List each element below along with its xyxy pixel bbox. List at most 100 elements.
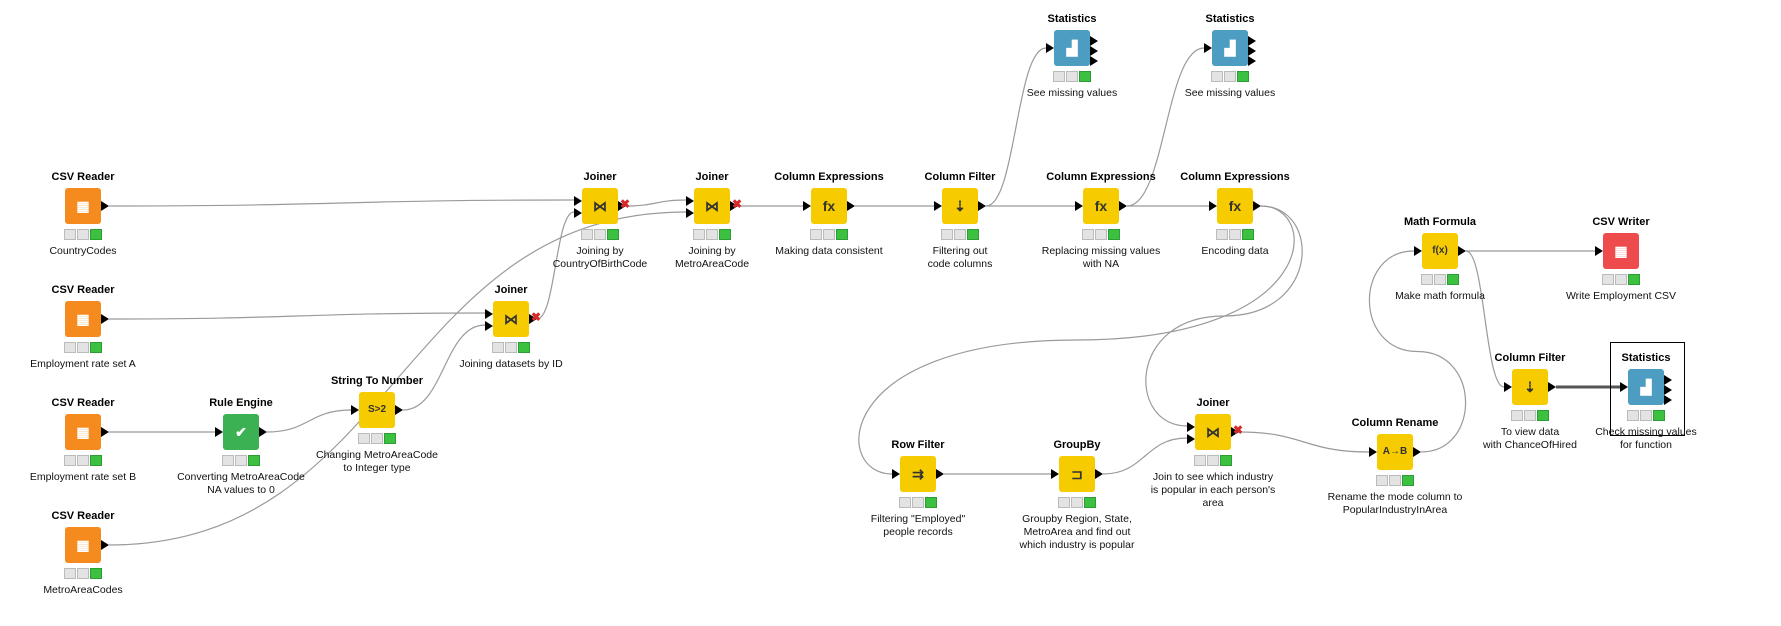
- input-port[interactable]: [1187, 434, 1195, 444]
- statistics-icon[interactable]: ▟: [1212, 30, 1248, 66]
- row-filter-icon[interactable]: ⇉: [900, 456, 936, 492]
- csv-reader-icon[interactable]: ▦: [65, 527, 101, 563]
- node-icon-wrap[interactable]: fx: [1209, 188, 1261, 224]
- input-port[interactable]: [1204, 43, 1212, 53]
- input-port[interactable]: [1369, 447, 1377, 457]
- output-port[interactable]: [1253, 201, 1261, 211]
- node-csv-reader[interactable]: CSV Reader▦MetroAreaCodes: [0, 509, 183, 597]
- node-annotation[interactable]: Making data consistent: [729, 245, 929, 258]
- node-icon-wrap[interactable]: ▦: [65, 301, 109, 337]
- input-port[interactable]: [892, 469, 900, 479]
- node-annotation[interactable]: Employment rate set A: [0, 358, 183, 371]
- output-port[interactable]: [1664, 395, 1672, 405]
- output-port[interactable]: [395, 405, 403, 415]
- node-annotation[interactable]: See missing values: [972, 87, 1172, 100]
- node-icon-wrap[interactable]: ▦: [1595, 233, 1639, 269]
- output-port[interactable]: [101, 427, 109, 437]
- node-icon-wrap[interactable]: ⇣: [934, 188, 986, 224]
- csv-reader-icon[interactable]: ▦: [65, 301, 101, 337]
- output-port[interactable]: [1248, 46, 1256, 56]
- output-port[interactable]: [1458, 246, 1466, 256]
- node-groupby[interactable]: GroupBy⊐Groupby Region, State,MetroArea …: [977, 438, 1177, 552]
- node-annotation[interactable]: Employment rate set B: [0, 471, 183, 484]
- connection-edge[interactable]: [1102, 437, 1188, 475]
- node-icon-wrap[interactable]: ⋈✖: [1187, 414, 1243, 450]
- input-port[interactable]: [803, 201, 811, 211]
- connection-edge[interactable]: [108, 199, 575, 207]
- node-icon-wrap[interactable]: S>2: [351, 392, 403, 428]
- node-annotation[interactable]: CountryCodes: [0, 245, 183, 258]
- column-filter-icon[interactable]: ⇣: [942, 188, 978, 224]
- node-row-filter[interactable]: Row Filter⇉Filtering "Employed"people re…: [818, 438, 1018, 539]
- node-csv-reader[interactable]: CSV Reader▦Employment rate set B: [0, 396, 183, 484]
- node-annotation[interactable]: See missing values: [1130, 87, 1330, 100]
- node-statistics[interactable]: Statistics▟See missing values: [1130, 12, 1330, 100]
- output-port[interactable]: [1119, 201, 1127, 211]
- node-csv-writer[interactable]: CSV Writer▦Write Employment CSV: [1521, 215, 1721, 303]
- csv-writer-icon[interactable]: ▦: [1603, 233, 1639, 269]
- csv-reader-icon[interactable]: ▦: [65, 188, 101, 224]
- output-port[interactable]: [529, 314, 537, 324]
- math-formula-icon[interactable]: f(x): [1422, 233, 1458, 269]
- string-to-number-icon[interactable]: S>2: [359, 392, 395, 428]
- column-expressions-icon[interactable]: fx: [1083, 188, 1119, 224]
- joiner-icon[interactable]: ⋈: [694, 188, 730, 224]
- node-annotation[interactable]: Groupby Region, State,MetroArea and find…: [977, 513, 1177, 552]
- output-port[interactable]: [101, 540, 109, 550]
- output-port[interactable]: [1413, 447, 1421, 457]
- connection-edge[interactable]: [108, 312, 486, 320]
- input-port[interactable]: [574, 208, 582, 218]
- output-port[interactable]: [1248, 56, 1256, 66]
- output-port[interactable]: [1548, 382, 1556, 392]
- output-port[interactable]: [1090, 46, 1098, 56]
- input-port[interactable]: [485, 309, 493, 319]
- output-port[interactable]: [1095, 469, 1103, 479]
- connection-edge[interactable]: [985, 47, 1047, 207]
- statistics-icon[interactable]: ▟: [1054, 30, 1090, 66]
- node-annotation[interactable]: Joining datasets by ID: [411, 358, 611, 371]
- input-port[interactable]: [686, 208, 694, 218]
- rule-engine-icon[interactable]: ✔: [223, 414, 259, 450]
- node-icon-wrap[interactable]: fx: [1075, 188, 1127, 224]
- column-rename-icon[interactable]: A→B: [1377, 434, 1413, 470]
- statistics-icon[interactable]: ▟: [1628, 369, 1664, 405]
- connection-edge[interactable]: [266, 409, 352, 433]
- input-port[interactable]: [1051, 469, 1059, 479]
- node-icon-wrap[interactable]: ▟: [1620, 369, 1672, 405]
- node-icon-wrap[interactable]: ▟: [1046, 30, 1098, 66]
- output-port[interactable]: [1248, 36, 1256, 46]
- node-icon-wrap[interactable]: A→B: [1369, 434, 1421, 470]
- node-annotation[interactable]: MetroAreaCodes: [0, 584, 183, 597]
- output-port[interactable]: [1231, 427, 1239, 437]
- connection-edge[interactable]: [108, 211, 687, 546]
- input-port[interactable]: [1504, 382, 1512, 392]
- node-icon-wrap[interactable]: ▦: [65, 188, 109, 224]
- connection-edge[interactable]: [858, 205, 1295, 475]
- output-port[interactable]: [936, 469, 944, 479]
- node-annotation[interactable]: Make math formula: [1340, 290, 1540, 303]
- connection-edge[interactable]: [1368, 250, 1467, 453]
- output-port[interactable]: [730, 201, 738, 211]
- output-port[interactable]: [978, 201, 986, 211]
- node-annotation[interactable]: Write Employment CSV: [1521, 290, 1721, 303]
- joiner-icon[interactable]: ⋈: [1195, 414, 1231, 450]
- input-port[interactable]: [1209, 201, 1217, 211]
- input-port[interactable]: [1414, 246, 1422, 256]
- node-icon-wrap[interactable]: ⋈✖: [574, 188, 630, 224]
- output-port[interactable]: [101, 314, 109, 324]
- node-icon-wrap[interactable]: ▦: [65, 527, 109, 563]
- connection-edge[interactable]: [1238, 431, 1370, 453]
